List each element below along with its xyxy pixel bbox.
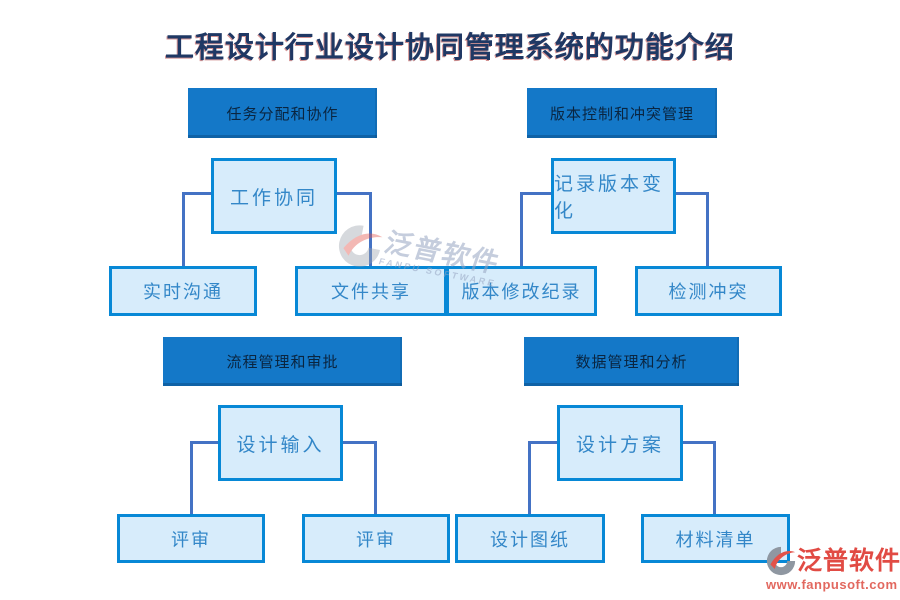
connector-line (190, 441, 193, 514)
connector-line (520, 192, 523, 266)
connector-line (337, 192, 371, 195)
fanpu-logo-icon (766, 546, 796, 576)
connector-line (182, 192, 211, 195)
tree-mid-node: 设计方案 (557, 405, 683, 481)
tree-leaf-node: 设计图纸 (455, 514, 605, 563)
connector-line (713, 441, 716, 514)
page-title: 工程设计行业设计协同管理系统的功能介绍 (164, 32, 735, 64)
tree-leaf-node: 版本修改纪录 (446, 266, 597, 316)
connector-line (706, 192, 709, 266)
tree-mid-node: 记录版本变化 (551, 158, 676, 234)
connector-line (520, 192, 551, 195)
tree-leaf-node: 实时沟通 (109, 266, 257, 316)
footer-brand-url: www.fanpusoft.com (766, 577, 898, 592)
tree-leaf-node: 材料清单 (641, 514, 790, 563)
tree-header: 流程管理和审批 (163, 337, 402, 386)
tree-leaf-node: 文件共享 (295, 266, 447, 316)
tree-leaf-node: 检测冲突 (635, 266, 782, 316)
connector-line (190, 441, 218, 444)
footer-brand-name: 泛普软件 (797, 547, 900, 575)
tree-mid-node: 设计输入 (218, 405, 343, 481)
tree-header: 任务分配和协作 (188, 88, 377, 138)
tree-header: 版本控制和冲突管理 (527, 88, 717, 138)
connector-line (528, 441, 531, 514)
connector-line (374, 441, 377, 514)
tree-leaf-node: 评审 (117, 514, 265, 563)
tree-mid-node: 工作协同 (211, 158, 337, 234)
footer-brand: 泛普软件 www.fanpusoft.com (766, 545, 900, 592)
connector-line (182, 192, 185, 266)
connector-line (369, 192, 372, 266)
connector-line (676, 192, 709, 195)
connector-line (683, 441, 716, 444)
tree-leaf-node: 评审 (302, 514, 450, 563)
connector-line (343, 441, 377, 444)
tree-header: 数据管理和分析 (524, 337, 739, 386)
connector-line (528, 441, 557, 444)
